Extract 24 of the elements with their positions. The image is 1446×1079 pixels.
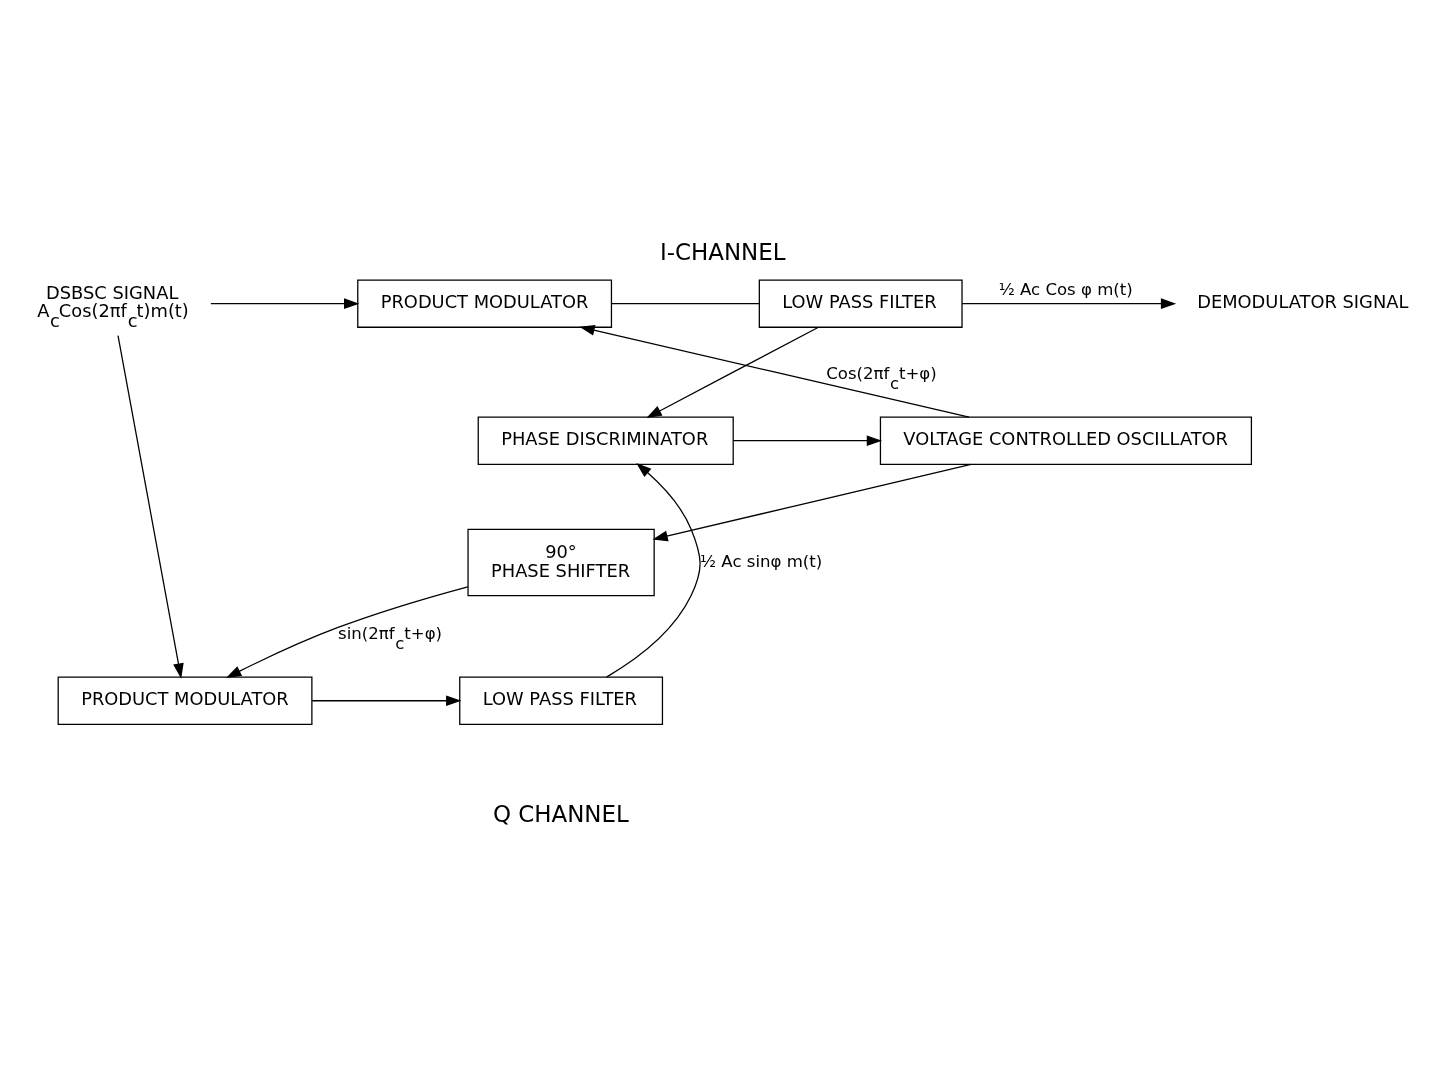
diagram-title: I-CHANNEL <box>659 238 786 265</box>
arrow <box>226 586 469 678</box>
arrow <box>961 298 1177 310</box>
arrow <box>117 334 184 679</box>
arrow <box>646 326 819 418</box>
arrow <box>311 695 462 707</box>
arrow <box>605 463 701 678</box>
arrow <box>210 298 360 310</box>
node-box: PRODUCT MODULATOR <box>57 676 313 725</box>
node-box: LOW PASS FILTER <box>758 279 963 328</box>
arrow <box>652 463 972 542</box>
node-box: VOLTAGE CONTROLLED OSCILLATOR <box>879 416 1253 465</box>
node-box: 90° PHASE SHIFTER <box>467 528 655 597</box>
node-box: LOW PASS FILTER <box>459 676 664 725</box>
node-box: PHASE DISCRIMINATOR <box>477 416 734 465</box>
node-box: PRODUCT MODULATOR <box>357 279 613 328</box>
node-text: DSBSC SIGNAL <box>46 281 179 303</box>
edge-label: ½ Ac Cos φ m(t) <box>998 280 1133 300</box>
edge-label: ½ Ac sinφ m(t) <box>700 551 823 571</box>
node-text: DEMODULATOR SIGNAL <box>1197 291 1409 313</box>
caption: Q CHANNEL <box>492 800 629 827</box>
arrow <box>732 435 883 447</box>
connector <box>611 303 760 305</box>
arrow <box>579 325 970 418</box>
